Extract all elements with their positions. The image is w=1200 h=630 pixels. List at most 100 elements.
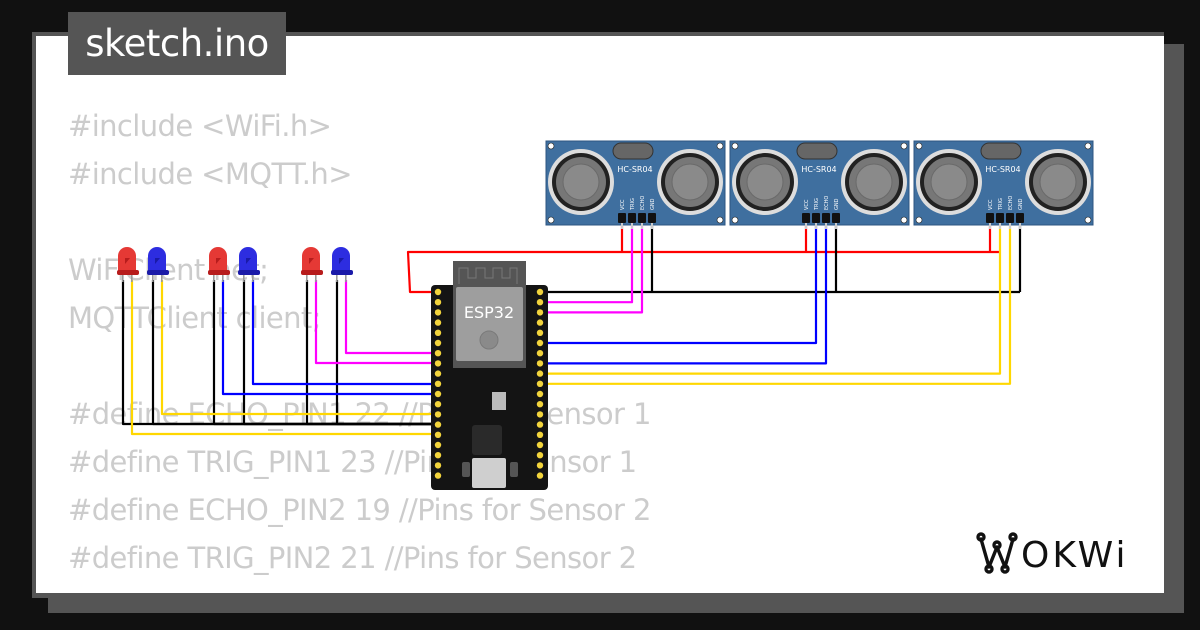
antenna-trace xyxy=(458,267,518,284)
sensor-pin-header xyxy=(986,213,994,223)
led-red xyxy=(117,247,139,282)
esp32-pin-25 xyxy=(434,370,442,377)
sensor-pin xyxy=(631,223,633,229)
esp32-pin-tx xyxy=(536,319,544,326)
wire-led5-anode[interactable] xyxy=(314,280,438,365)
sensor-pin xyxy=(835,223,837,229)
file-tab-title[interactable]: sketch.ino xyxy=(68,12,286,75)
esp32-pin-5v xyxy=(434,472,442,479)
led-base xyxy=(117,270,139,275)
esp32-pin-21 xyxy=(536,339,544,347)
led-base xyxy=(331,270,353,275)
transducer-center xyxy=(562,163,600,201)
sensor-pin-header xyxy=(1016,213,1024,223)
esp32-pin-0 xyxy=(536,421,544,428)
esp32-pin-12 xyxy=(434,411,442,418)
led-reflector xyxy=(216,258,221,264)
mount-hole xyxy=(1084,216,1092,224)
esp32-pin-d2 xyxy=(434,441,442,449)
wire-led6-anode[interactable] xyxy=(344,280,438,355)
sensor-pin xyxy=(651,223,653,229)
esp32-pin-15 xyxy=(536,441,544,449)
wokwi-logo-icon: OKWi xyxy=(976,532,1128,576)
sensor-pin xyxy=(999,223,1001,229)
code-line: #include <MQTT.h> xyxy=(68,157,353,191)
led-base xyxy=(301,270,323,275)
sensor-pin-label: VCC xyxy=(804,199,810,210)
rf-shield xyxy=(456,287,523,361)
esp32-pin-32 xyxy=(434,350,442,357)
sensor-pin-label: TRIG xyxy=(630,198,636,211)
mount-hole xyxy=(731,216,739,224)
wire-led-gnd[interactable] xyxy=(335,280,438,426)
crystal xyxy=(796,142,838,160)
logo-text: OKWi xyxy=(1021,535,1128,576)
mount-hole xyxy=(915,216,923,224)
esp32-pin-3v3 xyxy=(434,288,442,296)
wire-led3-anode[interactable] xyxy=(221,280,438,396)
esp32-pin-en xyxy=(434,299,442,306)
sensor-pin-header xyxy=(1006,213,1014,223)
wire-led4-anode[interactable] xyxy=(251,280,438,386)
led-reflector xyxy=(125,258,130,264)
sensor-pin xyxy=(621,223,623,229)
mount-hole xyxy=(731,142,739,150)
sensor-pin-header xyxy=(628,213,636,223)
transducer-center xyxy=(1039,163,1077,201)
esp32-pin-19 xyxy=(536,360,544,367)
board-label: ESP32 xyxy=(464,303,514,322)
wokwi-logo: OKWi xyxy=(975,527,1150,587)
esp32-pin-4 xyxy=(536,411,544,418)
sensor-pin xyxy=(641,223,643,229)
wire-sensor3-echo[interactable] xyxy=(540,226,1012,385)
frame-shadow-right xyxy=(1164,44,1184,613)
esp32-pin-gnd xyxy=(434,421,442,428)
esp32-pin-17 xyxy=(536,390,544,398)
mount-hole xyxy=(900,142,908,150)
sensor-pin-header xyxy=(802,213,810,223)
code-line: #include <WiFi.h> xyxy=(68,109,332,143)
wire-led1-anode[interactable] xyxy=(130,280,438,436)
wire-sensor2-trig[interactable] xyxy=(540,226,818,345)
wire-sensor1-echo[interactable] xyxy=(540,226,644,314)
sensor-pin-header xyxy=(996,213,1004,223)
sensor-label: HC-SR04 xyxy=(617,165,652,174)
transducer-center xyxy=(746,163,784,201)
sensor-pin xyxy=(1009,223,1011,229)
sensor-pin-label: TRIG xyxy=(998,198,1004,211)
esp32-pin-gnd xyxy=(536,350,544,357)
esp32-pin-vp xyxy=(434,309,442,316)
regulator xyxy=(492,392,506,410)
wire-sensor3-trig[interactable] xyxy=(540,226,1002,375)
sensor-pin-label: VCC xyxy=(988,199,994,210)
esp32-pin-clk xyxy=(536,472,544,479)
frame-shadow-bottom xyxy=(48,593,1184,613)
wire-vcc-bus[interactable] xyxy=(406,250,1000,294)
sensor-pin-header xyxy=(822,213,830,223)
esp32-pin-16 xyxy=(536,401,544,408)
led-base xyxy=(208,270,230,275)
wire-led2-anode[interactable] xyxy=(160,280,438,416)
mount-hole xyxy=(900,216,908,224)
esp32-pin-14 xyxy=(434,401,442,408)
boot-button xyxy=(510,462,518,477)
wire-sensor2-echo[interactable] xyxy=(540,226,828,365)
transducer-center xyxy=(671,163,709,201)
mount-hole xyxy=(547,216,555,224)
wire-sensor1-trig[interactable] xyxy=(540,226,634,304)
mount-hole xyxy=(915,142,923,150)
sensor-pin-label: GND xyxy=(1018,198,1024,210)
sensor-pin-label: ECHO xyxy=(824,196,830,210)
esp32-pin-d3 xyxy=(434,452,442,459)
crystal xyxy=(612,142,654,160)
esp32-pin-34 xyxy=(434,329,442,336)
mount-hole xyxy=(716,142,724,150)
led-blue xyxy=(238,247,260,282)
esp32-pin-vn xyxy=(434,319,442,326)
esp32-pin-2 xyxy=(536,431,544,438)
led-blue xyxy=(147,247,169,282)
